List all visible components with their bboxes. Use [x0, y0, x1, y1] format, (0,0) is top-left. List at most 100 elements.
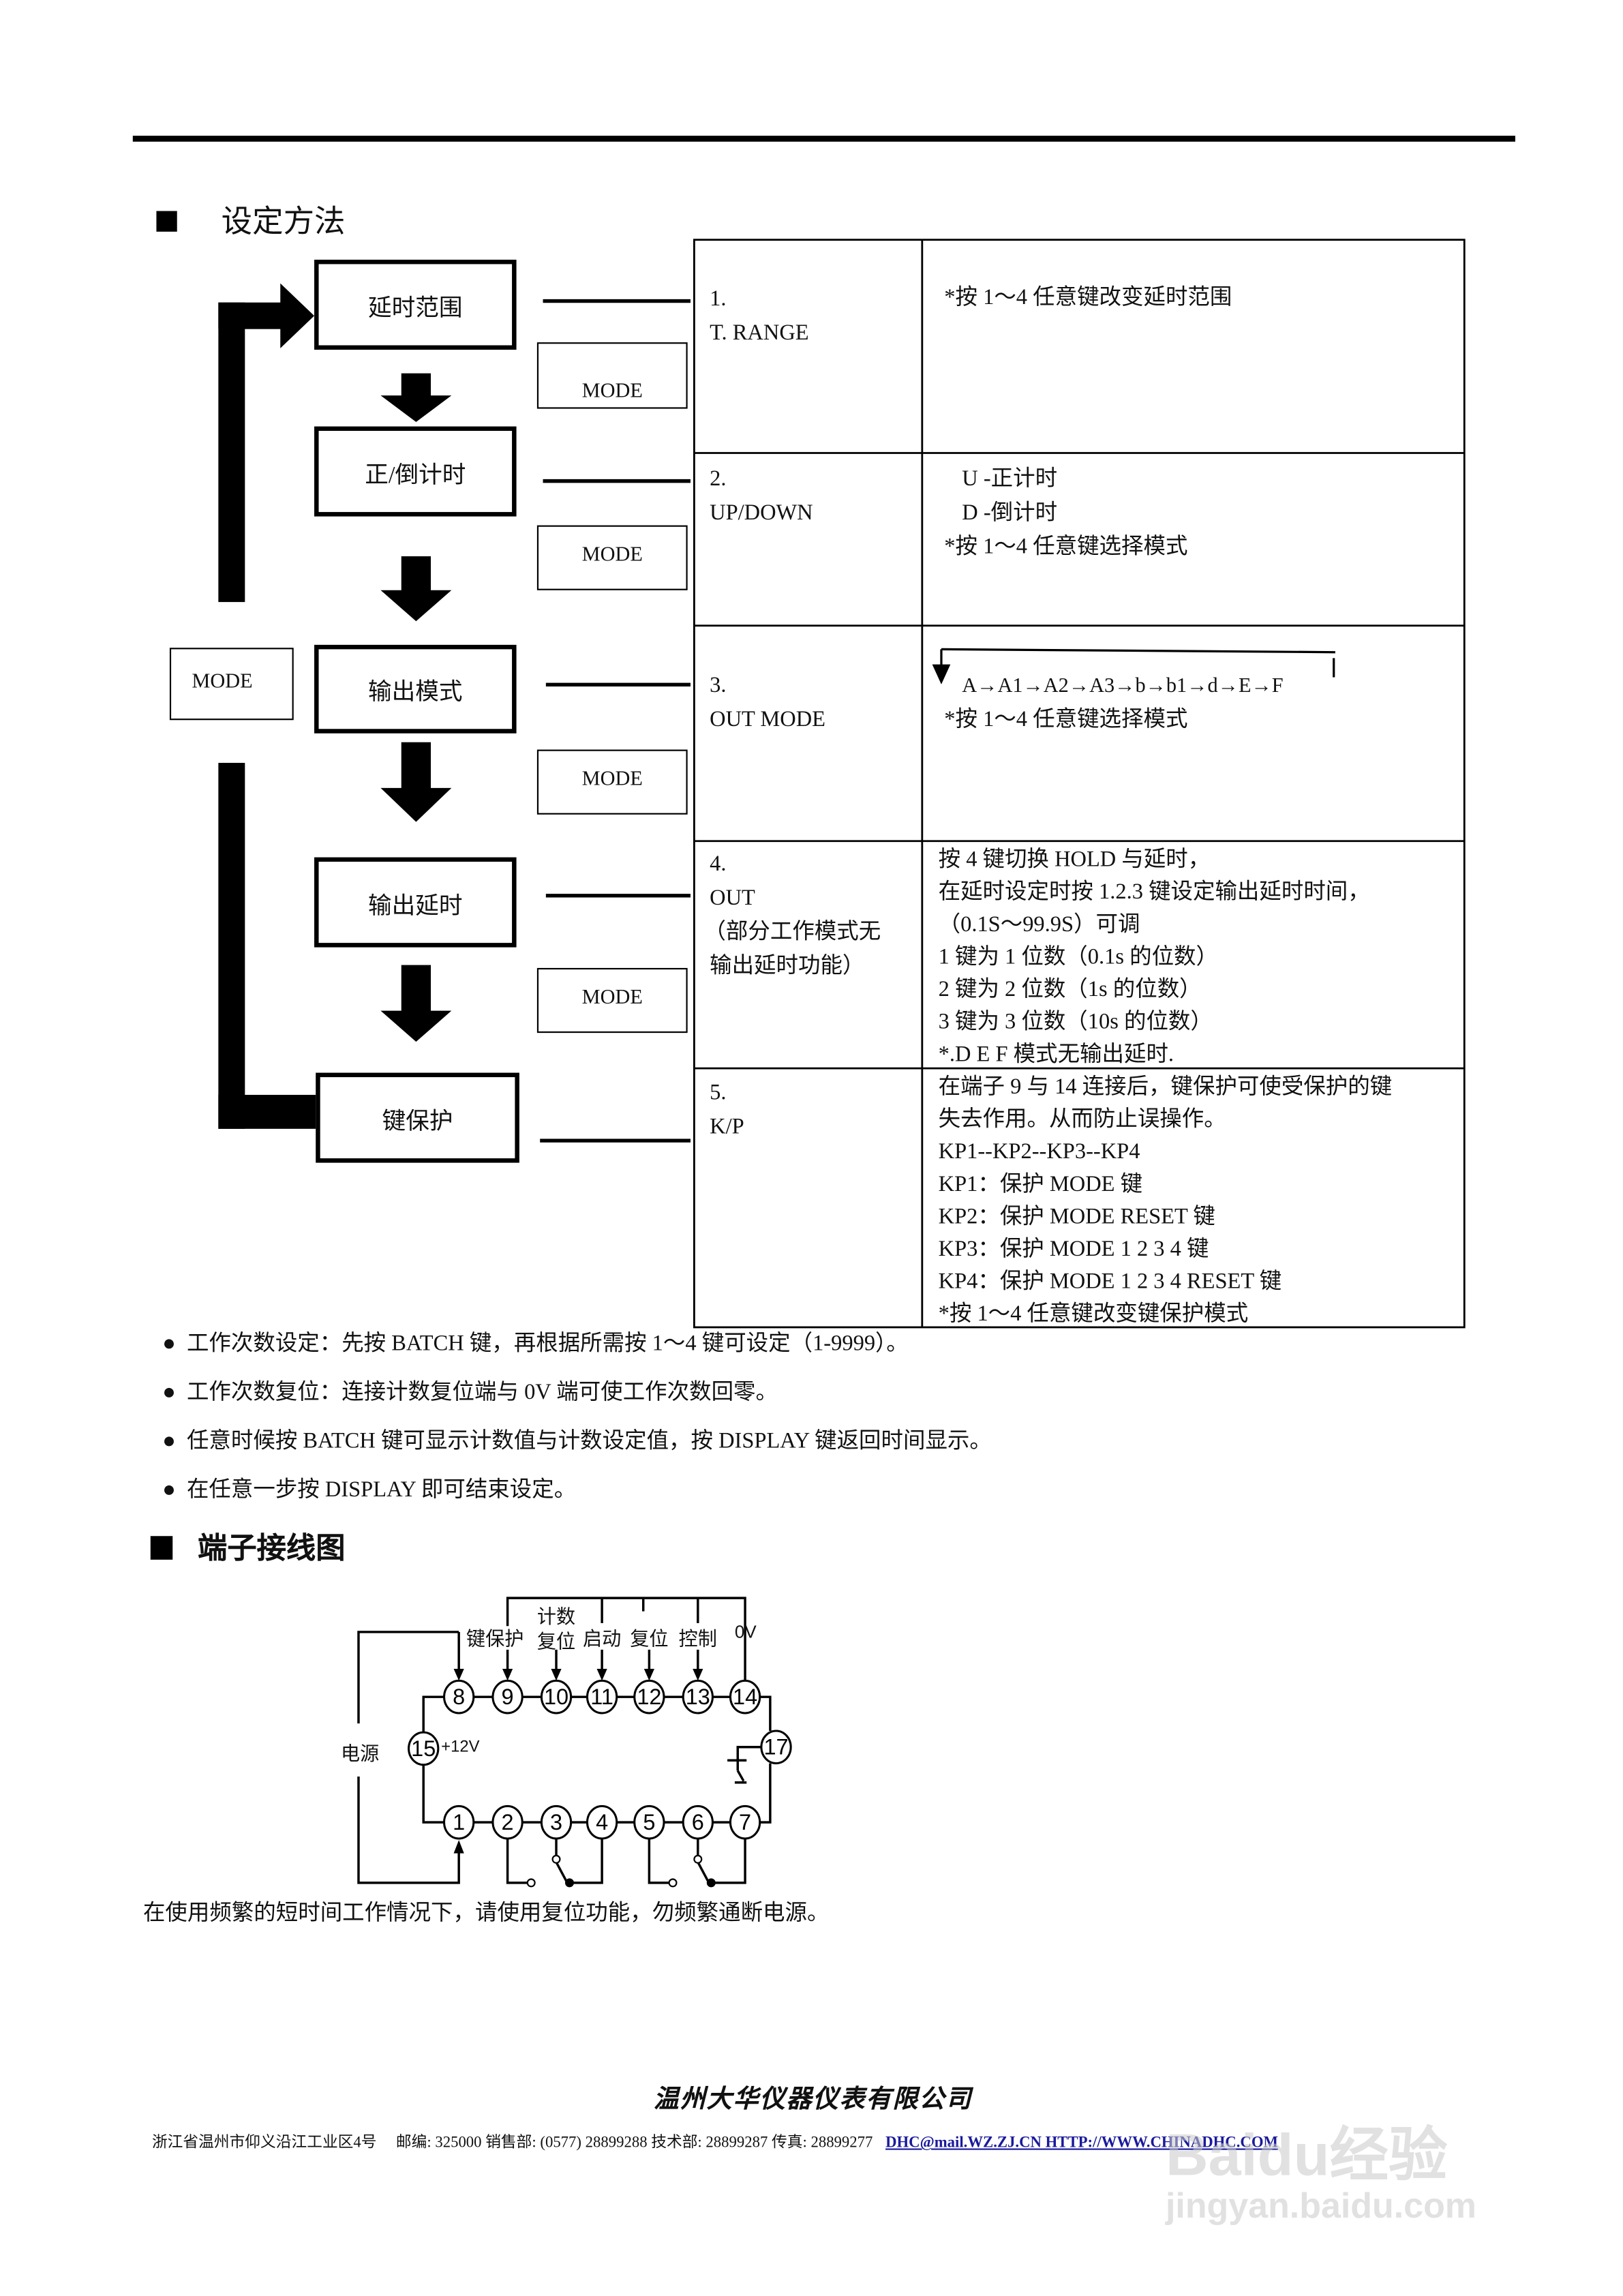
table-row-1-left: 1. T. RANGE — [695, 275, 823, 361]
flow-step-key-protect: 键保护 — [316, 1072, 519, 1163]
switch-contact — [551, 1854, 561, 1864]
terminal-number: 14 — [733, 1685, 757, 1709]
company-address: 浙江省温州市仰义沿江工业区4号 邮编: 325000 销售部: (0577) 2… — [152, 2131, 1278, 2153]
row-number: 5. — [710, 1081, 727, 1106]
table-row-4-right: 按 4 键切换 HOLD 与延时， 在延时设定时按 1.2.3 键设定输出延时时… — [924, 835, 1384, 1080]
terminal-circle — [408, 1731, 440, 1766]
terminal-number: 9 — [502, 1685, 514, 1709]
terminal-number: 12 — [637, 1685, 661, 1709]
switch-contact — [668, 1878, 678, 1888]
terminal-circle — [586, 1804, 618, 1840]
terminal-number: 4 — [596, 1810, 608, 1834]
section-title-settings: 设定方法 — [221, 203, 346, 239]
row-desc: 1 键为 1 位数（0.1s 的位数） — [938, 946, 1218, 970]
baidu-watermark: Baidu经验 — [1165, 2123, 1448, 2188]
plus-12v-label: +12V — [441, 1738, 480, 1756]
arrow-down-icon — [453, 1669, 464, 1681]
terminal-number: 5 — [643, 1810, 655, 1834]
settings-table-grid — [693, 239, 1466, 1329]
row-desc: *按 1～4 任意键选择模式 — [944, 535, 1188, 560]
terminal-number: 3 — [550, 1810, 562, 1834]
terminal-circle — [491, 1804, 524, 1840]
section-title-wiring: 端子接线图 — [198, 1532, 346, 1566]
terminal-circle — [442, 1804, 475, 1840]
row-number: 3. — [710, 674, 727, 698]
address-text: 浙江省温州市仰义沿江工业区4号 邮编: 325000 销售部: (0577) 2… — [151, 2135, 873, 2151]
loop-arrow-top — [218, 283, 315, 603]
switch-contact — [565, 1878, 574, 1888]
row-desc: 在端子 9 与 14 连接后，键保护可使受保护的键 — [938, 1075, 1393, 1100]
row-desc: *按 1～4 任意键改变延时范围 — [944, 286, 1232, 310]
out-mode-sequence: A→A1→A2→A3→b→b1→d→E→F — [962, 676, 1284, 698]
row-label: K/P — [710, 1115, 744, 1139]
input-label-0v: 0V — [734, 1621, 757, 1643]
row-desc: KP2：保护 MODE RESET 键 — [938, 1205, 1215, 1230]
flow-step-up-down: 正/倒计时 — [314, 426, 517, 517]
terminal-circle — [760, 1729, 792, 1765]
loop-line-bottom — [218, 763, 316, 1129]
wiring-lines — [357, 1597, 772, 1885]
terminal-circle — [682, 1804, 714, 1840]
arrow-up-icon — [453, 1840, 464, 1854]
row-desc: KP4：保护 MODE 1 2 3 4 RESET 键 — [938, 1270, 1282, 1295]
table-row-3-right: A→A1→A2→A3→b→b1→d→E→F *按 1～4 任意键选择模式 — [930, 661, 1299, 747]
top-rule — [132, 136, 1515, 142]
terminal-circle — [540, 1804, 573, 1840]
terminal-circle — [633, 1804, 665, 1840]
terminal-number: 7 — [739, 1810, 751, 1834]
row-desc: 失去作用。从而防止误操作。 — [938, 1108, 1226, 1132]
arrow-down-icon — [596, 1669, 607, 1681]
input-label-key-protect: 键保护 — [466, 1627, 524, 1650]
arrow-down-icon — [502, 1669, 513, 1681]
table-row-5-right: 在端子 9 与 14 连接后，键保护可使受保护的键 失去作用。从而防止误操作。 … — [924, 1062, 1407, 1340]
switch-contact — [693, 1854, 703, 1864]
arrow-down-icon — [551, 1669, 562, 1681]
bullet-text: 工作次数复位：连接计数复位端与 0V 端可使工作次数回零。 — [186, 1380, 778, 1405]
list-item: ● 工作次数设定：先按 BATCH 键，再根据所需按 1～4 键可设定（1-99… — [162, 1328, 909, 1361]
terminal-number: 2 — [502, 1810, 514, 1834]
row-label: OUT MODE — [710, 708, 826, 732]
list-item: ● 工作次数复位：连接计数复位端与 0V 端可使工作次数回零。 — [162, 1376, 778, 1409]
table-row-2-left: 2. UP/DOWN — [695, 455, 828, 541]
out-mode-cycle-arrow — [932, 648, 1335, 684]
mode-key-2: MODE — [536, 525, 688, 590]
row-note: 输出延时功能） — [710, 954, 865, 979]
connector-lines — [540, 299, 691, 1143]
row-desc: 在延时设定时按 1.2.3 键设定输出延时时间， — [938, 881, 1370, 905]
table-row-3-left: 3. OUT MODE — [695, 661, 840, 747]
bullet-dot-icon: ● — [162, 1430, 176, 1454]
terminal-number: 6 — [692, 1810, 704, 1834]
baidu-watermark-url: jingyan.baidu.com — [1165, 2186, 1477, 2227]
terminal-number: 10 — [544, 1685, 568, 1709]
row-desc: *.D E F 模式无输出延时. — [938, 1043, 1174, 1067]
arrow-down-icon — [643, 1669, 654, 1681]
bullet-dot-icon: ● — [162, 1380, 176, 1405]
list-item: ● 任意时候按 BATCH 键可显示计数值与计数设定值，按 DISPLAY 键返… — [162, 1425, 992, 1458]
row-desc: U -正计时 — [962, 468, 1058, 492]
count-label: 计数 — [536, 1601, 576, 1629]
flow-step-out-delay: 输出延时 — [314, 857, 517, 948]
terminal-circle — [682, 1679, 714, 1715]
row-desc: KP1：保护 MODE 键 — [938, 1173, 1143, 1197]
mode-key-3: MODE — [536, 749, 688, 815]
input-label-reset: 复位 — [630, 1627, 669, 1650]
row-desc: 2 键为 2 位数（1s 的位数） — [938, 978, 1202, 1002]
switch-contact — [526, 1878, 536, 1888]
row-number: 4. — [710, 853, 727, 877]
bullet-text: 在任意一步按 DISPLAY 即可结束设定。 — [186, 1478, 577, 1502]
terminal-number: 1 — [453, 1810, 465, 1834]
row-number: 2. — [710, 468, 727, 492]
row-desc: *按 1～4 任意键改变键保护模式 — [938, 1303, 1249, 1327]
terminal-number: 17 — [763, 1735, 788, 1759]
row-label: T. RANGE — [710, 321, 809, 346]
mode-key-left: MODE — [169, 648, 294, 721]
bullet-dot-icon: ● — [162, 1478, 176, 1502]
contact-link[interactable]: DHC@mail.WZ.ZJ.CN HTTP://WWW.CHINADHC.CO… — [885, 2135, 1278, 2151]
wiring-caption: 在使用频繁的短时间工作情况下，请使用复位功能，勿频繁通断电源。 — [142, 1900, 830, 1926]
company-name: 温州大华仪器仪表有限公司 — [653, 2085, 973, 2113]
row-label: UP/DOWN — [710, 501, 813, 526]
terminal-circle — [729, 1679, 761, 1715]
row-note: （部分工作模式无 — [703, 920, 881, 945]
mode-key-4: MODE — [536, 967, 688, 1033]
